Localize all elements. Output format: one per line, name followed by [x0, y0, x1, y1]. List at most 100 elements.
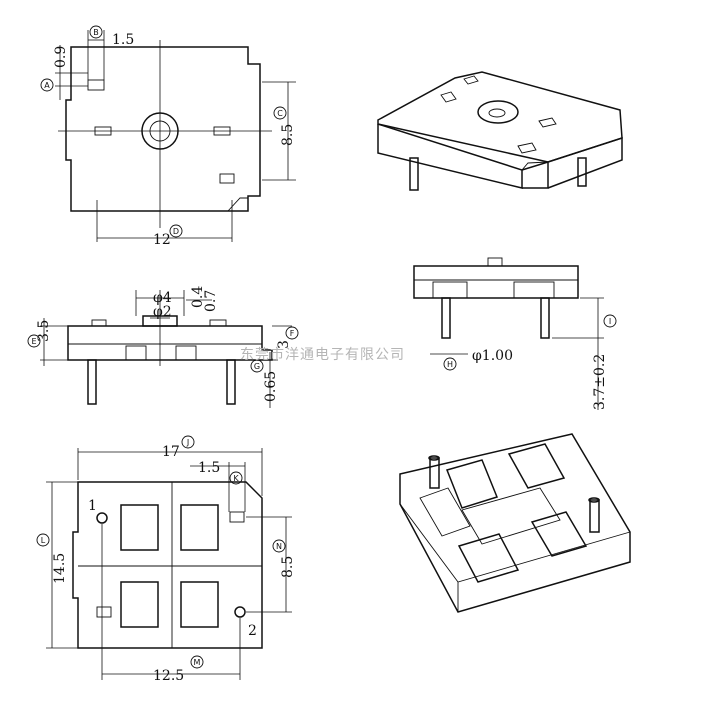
bottom-view-window-2	[180, 504, 219, 551]
dim-bottom-1-5: 1.5	[198, 460, 220, 476]
dim-bottom-14-5: 14.5	[52, 553, 68, 584]
front-view: φ4 φ2 0.4 0.7 3.5 E 3 F 0.65 G	[27, 286, 299, 408]
dim-front-0-4: 0.4	[190, 286, 206, 308]
front-view-pin-right	[226, 359, 236, 405]
iso-bottom-window-2	[507, 443, 566, 489]
side-view-boss	[487, 257, 503, 267]
bottom-view-outline	[72, 481, 263, 649]
bottom-view: 1 2 17 J 1.5 K 14.5 L 8.5 N 12.5 M	[36, 435, 296, 684]
ref-label-f: F	[290, 329, 295, 338]
top-view-notch	[227, 197, 248, 212]
iso-top-face	[377, 71, 623, 163]
iso-bottom-window-4	[530, 511, 588, 557]
ref-circle-e	[27, 334, 41, 348]
front-view-window-l	[125, 345, 147, 361]
dim-front-0-7: 0.7	[203, 290, 219, 312]
iso-bottom-rib-1	[419, 487, 471, 537]
iso-right-face	[521, 160, 549, 189]
ref-label-g: G	[254, 362, 260, 371]
iso-boss-inner	[488, 108, 506, 118]
side-view: φ1.00 H 3.7±0.2 I	[413, 257, 617, 410]
side-view-pin-left	[441, 297, 451, 339]
front-view-tab-right	[209, 319, 227, 327]
ref-circle-m	[190, 655, 204, 669]
ref-circle-b	[89, 25, 103, 39]
dim-front-dia4: φ4	[153, 290, 172, 306]
top-view-slot-c	[213, 126, 231, 136]
ref-label-d: D	[173, 227, 179, 236]
ref-circle-g	[250, 359, 264, 373]
iso-bottom-rib-2	[461, 487, 561, 545]
ref-circle-l	[36, 533, 50, 547]
side-view-window-l	[432, 281, 468, 299]
front-view-pin-left	[87, 359, 97, 405]
iso-chamfer	[521, 161, 549, 171]
dim-top-1-5: 1.5	[112, 32, 134, 48]
ref-label-k: K	[233, 474, 239, 483]
ref-label-h: H	[447, 360, 453, 369]
iso-right-side	[547, 136, 623, 189]
dim-front-0-65: 0.65	[263, 371, 279, 402]
bottom-view-key-2	[96, 606, 112, 618]
ref-circle-c	[273, 106, 287, 120]
ref-circle-i	[603, 314, 617, 328]
side-view-pin-right	[540, 297, 550, 339]
top-view: 1.5 B 0.9 A 8.5 C 12 D	[40, 25, 296, 248]
iso-slot-1	[463, 75, 479, 85]
iso-front-face	[377, 123, 523, 189]
iso-bottom-pin-right	[589, 499, 600, 533]
ref-label-b: B	[93, 28, 99, 37]
iso-bottom-pin-right-top	[588, 497, 600, 503]
ref-circle-k	[229, 471, 243, 485]
ref-circle-f	[285, 326, 299, 340]
iso-bottom-pin-left-top	[428, 455, 440, 461]
bottom-view-key-1	[229, 511, 245, 523]
top-view-outline	[65, 46, 261, 212]
ref-label-m: M	[194, 658, 201, 667]
top-view-slot-b	[94, 126, 112, 136]
ref-label-a: A	[44, 81, 50, 90]
iso-bottom-window-1	[445, 459, 499, 509]
dim-top-12: 12	[153, 232, 171, 248]
ref-circle-j	[181, 435, 195, 449]
ref-label-j: J	[186, 438, 189, 447]
iso-pin-right	[577, 157, 587, 187]
iso-slot-4	[517, 142, 537, 154]
bottom-view-pin-1	[96, 512, 108, 524]
top-view-boss-inner	[149, 120, 171, 142]
iso-slot-2	[440, 91, 457, 103]
top-view-slot-a	[87, 79, 105, 91]
watermark-text: 东莞市洋通电子有限公司	[240, 346, 405, 363]
front-view-tab-left	[91, 319, 107, 327]
dim-front-3-5: 3.5	[36, 320, 52, 342]
side-view-window-r	[513, 281, 555, 299]
ref-label-e: E	[31, 337, 36, 346]
dim-bottom-8-5: 8.5	[280, 556, 296, 578]
pin-label-2: 2	[248, 623, 257, 639]
dim-bottom-12-5: 12.5	[153, 668, 184, 684]
iso-slot-3	[538, 117, 557, 128]
front-view-window-r	[175, 345, 197, 361]
top-view-slot-d	[219, 173, 235, 184]
ref-label-i: I	[609, 317, 611, 326]
top-view-boss-outer	[141, 112, 179, 150]
dim-top-8-5: 8.5	[280, 124, 296, 146]
dim-side-3-7: 3.7±0.2	[592, 354, 608, 410]
ref-circle-h	[443, 357, 457, 371]
ref-circle-a	[40, 78, 54, 92]
ref-label-c: C	[277, 109, 283, 118]
side-view-body	[413, 265, 579, 299]
ref-circle-d	[169, 224, 183, 238]
dim-front-dia2: φ2	[153, 304, 172, 320]
bottom-view-window-4	[180, 581, 219, 628]
ref-label-n: N	[276, 542, 282, 551]
iso-pin-left	[409, 157, 419, 191]
ref-label-l: L	[41, 536, 46, 545]
iso-bottom-pin-left	[429, 457, 440, 489]
iso-view-top	[377, 71, 623, 191]
bottom-view-window-1	[120, 504, 159, 551]
ref-circle-n	[272, 539, 286, 553]
pin-label-1: 1	[88, 498, 97, 514]
iso-bottom-window-3	[457, 533, 520, 583]
